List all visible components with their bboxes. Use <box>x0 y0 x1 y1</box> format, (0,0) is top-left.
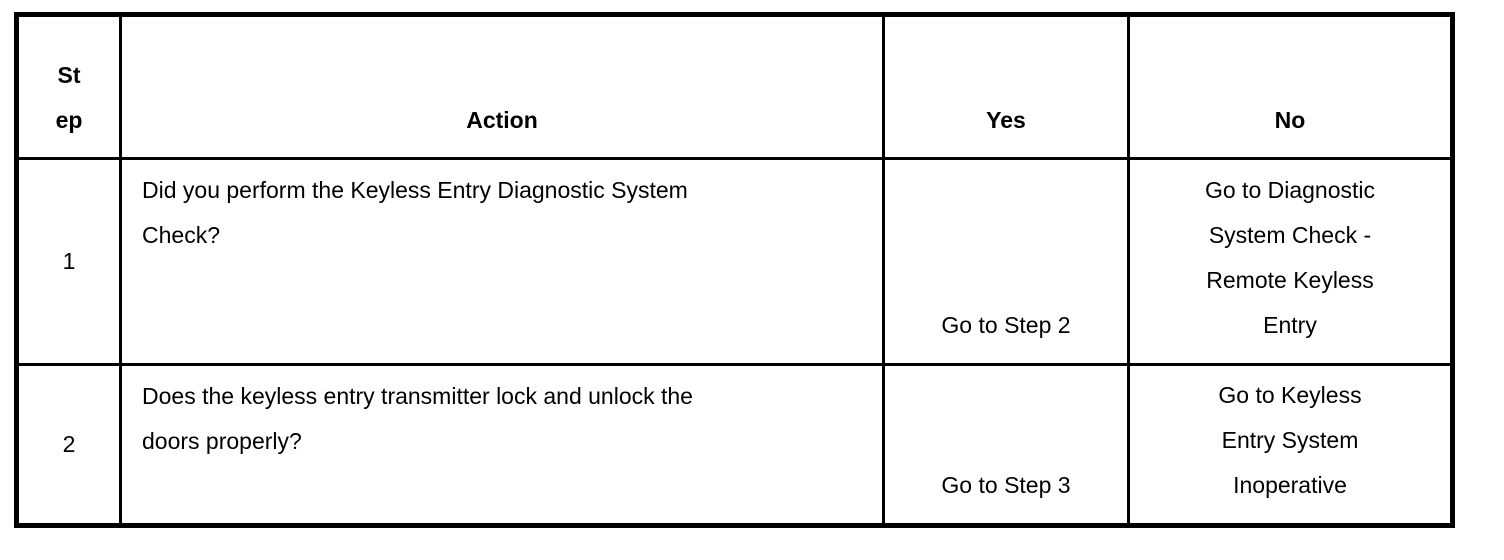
column-header-yes: Yes <box>882 13 1130 160</box>
yes-result: Go to Step 3 <box>882 363 1130 527</box>
diagnostic-steps-table: St ep Action Yes No 1 Did you perform th… <box>14 12 1455 528</box>
column-header-no: No <box>1127 13 1454 160</box>
step-number: 1 <box>15 157 122 366</box>
column-header-step: St ep <box>15 13 122 160</box>
action-text: Does the keyless entry transmitter lock … <box>119 363 885 527</box>
table-row: 1 Did you perform the Keyless Entry Diag… <box>15 157 1454 366</box>
table-header-row: St ep Action Yes No <box>15 13 1454 160</box>
no-result: Go to Keyless Entry System Inoperative <box>1127 363 1454 527</box>
yes-result: Go to Step 2 <box>882 157 1130 366</box>
step-number: 2 <box>15 363 122 527</box>
no-result: Go to Diagnostic System Check - Remote K… <box>1127 157 1454 366</box>
action-text: Did you perform the Keyless Entry Diagno… <box>119 157 885 366</box>
column-header-action: Action <box>119 13 885 160</box>
table-row: 2 Does the keyless entry transmitter loc… <box>15 363 1454 527</box>
